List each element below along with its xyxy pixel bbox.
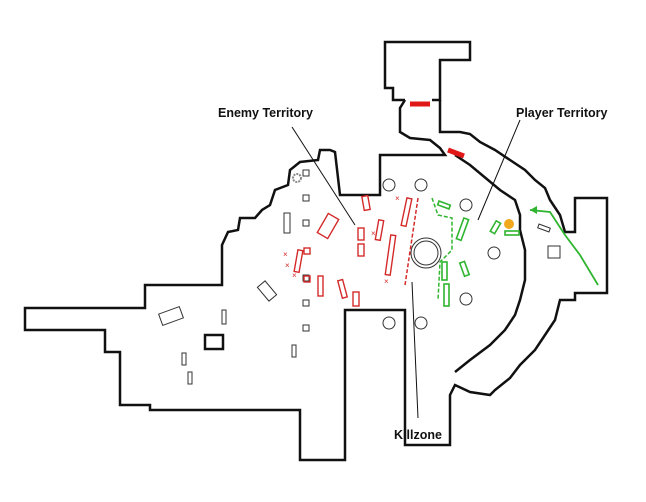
level-walls [23,40,609,462]
doors [410,101,465,159]
player-path [529,209,599,286]
enemy-markers: ××× ××× [283,194,400,286]
inner-ring-wall [454,153,527,373]
gear-icon [292,173,302,183]
neutral-cover [157,169,561,385]
arrow-icon [530,206,537,214]
svg-text:×: × [384,277,389,286]
svg-text:×: × [285,261,290,270]
player-lines [431,197,453,301]
svg-text:×: × [283,250,288,259]
east-door [447,147,465,159]
svg-text:×: × [292,271,297,280]
killzone-label: Killzone [394,428,442,442]
north-tower-wall [383,40,472,102]
callout-lines [291,119,521,419]
central-pillar [410,237,442,269]
main-outline-wall [23,99,609,462]
enemy-line [404,197,419,286]
enemy-territory-label: Enemy Territory [218,106,313,120]
player-cover [436,200,520,307]
svg-text:×: × [395,194,400,203]
player-territory-label: Player Territory [516,106,608,120]
objective-marker [504,219,514,229]
enemy-cover [293,194,413,307]
svg-text:×: × [371,229,376,238]
